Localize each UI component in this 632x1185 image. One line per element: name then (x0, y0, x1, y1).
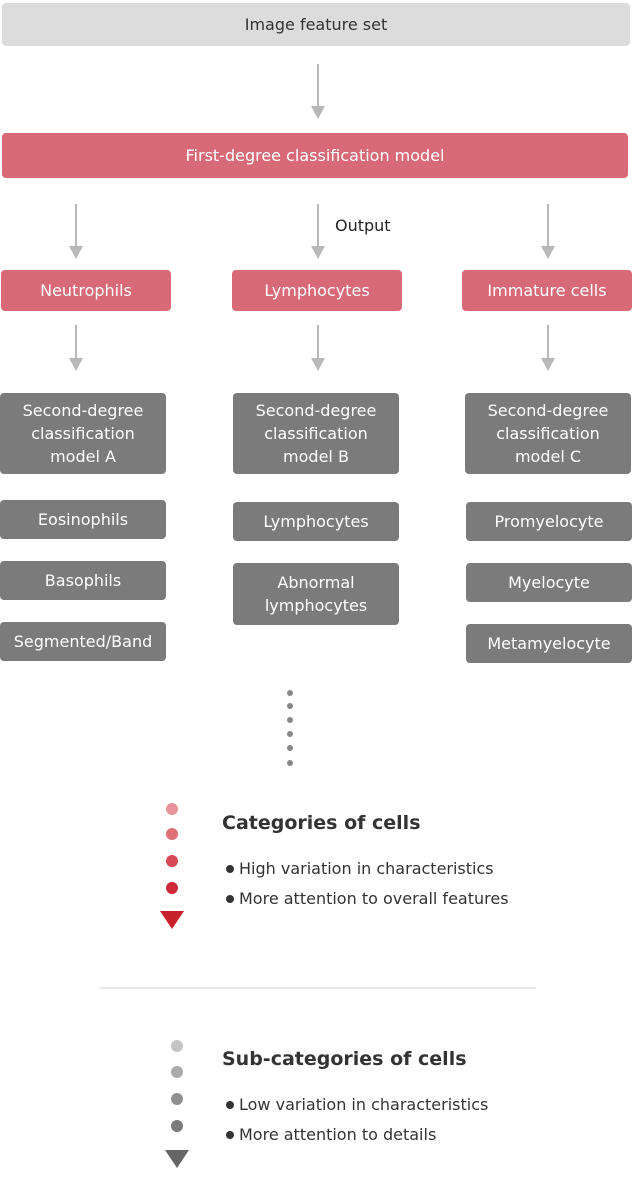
model-b-title-line-2: classification (264, 424, 368, 443)
subcategories-marker-dot-1 (171, 1040, 183, 1052)
subcategory-basophils-label: Basophils (44, 571, 122, 590)
subcategories-legend-title: Sub-categories of cells (222, 1048, 467, 1070)
arrow-top-head (311, 106, 325, 119)
subcategory-metamyelocyte-label: Metamyelocyte (487, 634, 611, 653)
categories-legend-point-1-text: High variation in characteristics (239, 859, 494, 878)
category-lymphocytes-label: Lymphocytes (264, 281, 370, 300)
categories-marker-dot-3 (166, 855, 178, 867)
subcategory-myelocyte-box: Myelocyte (466, 563, 632, 602)
category-neutrophils-label: Neutrophils (40, 281, 132, 300)
second-degree-model-a-box: Second-degree classification model A (0, 393, 166, 474)
subcategory-abnormal-lymphocytes-label: Abnormal lymphocytes (264, 573, 368, 615)
subcategory-lymphocytes-box: Lymphocytes (233, 502, 399, 541)
ellipsis-dot-6 (287, 760, 293, 766)
subcategories-legend-point-1-text: Low variation in characteristics (239, 1095, 489, 1114)
subcategories-marker-triangle (165, 1150, 189, 1168)
ellipsis-dot-4 (287, 731, 293, 737)
output-label: Output (335, 216, 391, 235)
category-immature-cells-box: Immature cells (462, 270, 632, 311)
ellipsis-dot-3 (287, 717, 293, 723)
subcategory-eosinophils-box: Eosinophils (0, 500, 166, 539)
categories-legend-point-2: More attention to overall features (226, 889, 509, 908)
subcategories-marker-dot-4 (171, 1120, 183, 1132)
model-a-title-line-2: classification (31, 424, 135, 443)
subcategory-lymphocytes-label: Lymphocytes (263, 512, 369, 531)
subcategories-legend-point-1: Low variation in characteristics (226, 1095, 488, 1114)
image-feature-set-box: Image feature set (2, 3, 630, 46)
subcategories-marker-dot-2 (171, 1066, 183, 1078)
arrow-heads (69, 106, 555, 371)
category-lymphocytes-box: Lymphocytes (232, 270, 402, 311)
ellipsis-dot-2 (287, 703, 293, 709)
model-c-title-line-2: classification (496, 424, 600, 443)
first-degree-model-box: First-degree classification model (2, 133, 628, 178)
subcategory-metamyelocyte-box: Metamyelocyte (466, 624, 632, 663)
model-c-title-line-1: Second-degree (487, 401, 609, 420)
subcategories-marker (165, 1040, 189, 1168)
subcategory-abnormal-lymphocytes-box: Abnormal lymphocytes (233, 563, 399, 625)
bullet-icon (226, 894, 234, 903)
second-degree-model-b-box: Second-degree classification model B (233, 393, 399, 474)
categories-marker-dot-1 (166, 803, 178, 815)
image-feature-set-label: Image feature set (244, 15, 388, 34)
category-immature-cells-label: Immature cells (487, 281, 607, 300)
categories-legend-point-1: High variation in characteristics (226, 859, 494, 878)
arrow-neutrophils-head (69, 246, 83, 259)
category-neutrophils-box: Neutrophils (1, 270, 171, 311)
arrow-immature-head (541, 246, 555, 259)
categories-legend-point-2-text: More attention to overall features (239, 889, 509, 908)
subcategory-eosinophils-label: Eosinophils (37, 510, 129, 529)
model-c-title-line-3: model C (514, 447, 582, 466)
categories-marker-dot-2 (166, 828, 178, 840)
vertical-ellipsis (287, 690, 293, 766)
bullet-icon (226, 864, 234, 873)
bullet-icon (226, 1100, 234, 1109)
model-b-title-line-1: Second-degree (255, 401, 377, 420)
categories-marker-dot-4 (166, 882, 178, 894)
bullet-icon (226, 1130, 234, 1139)
arrow-shafts (75, 64, 549, 360)
ellipsis-dot-1 (287, 690, 293, 696)
model-a-title-line-3: model A (50, 447, 116, 466)
subcategory-segmented-band-box: Segmented/Band (0, 622, 166, 661)
first-degree-model-label: First-degree classification model (185, 146, 445, 165)
model-a-title-line-1: Second-degree (22, 401, 144, 420)
subcategory-segmented-band-label: Segmented/Band (13, 632, 153, 651)
subcategories-marker-dot-3 (171, 1093, 183, 1105)
categories-legend-title: Categories of cells (222, 812, 421, 834)
arrow-lymphocytes-head (311, 246, 325, 259)
subcategory-myelocyte-label: Myelocyte (508, 573, 590, 592)
subcategory-basophils-box: Basophils (0, 561, 166, 600)
categories-marker-triangle (160, 911, 184, 929)
subcategory-promyelocyte-box: Promyelocyte (466, 502, 632, 541)
arrow-model-c-head (541, 358, 555, 371)
subcategory-promyelocyte-label: Promyelocyte (494, 512, 604, 531)
subcategories-legend-point-2-text: More attention to details (239, 1125, 437, 1144)
subcategories-legend-point-2: More attention to details (226, 1125, 436, 1144)
model-b-title-line-3: model B (283, 447, 349, 466)
second-degree-model-c-box: Second-degree classification model C (465, 393, 631, 474)
arrow-model-a-head (69, 358, 83, 371)
categories-marker (160, 803, 184, 929)
arrow-model-b-head (311, 358, 325, 371)
ellipsis-dot-5 (287, 745, 293, 751)
